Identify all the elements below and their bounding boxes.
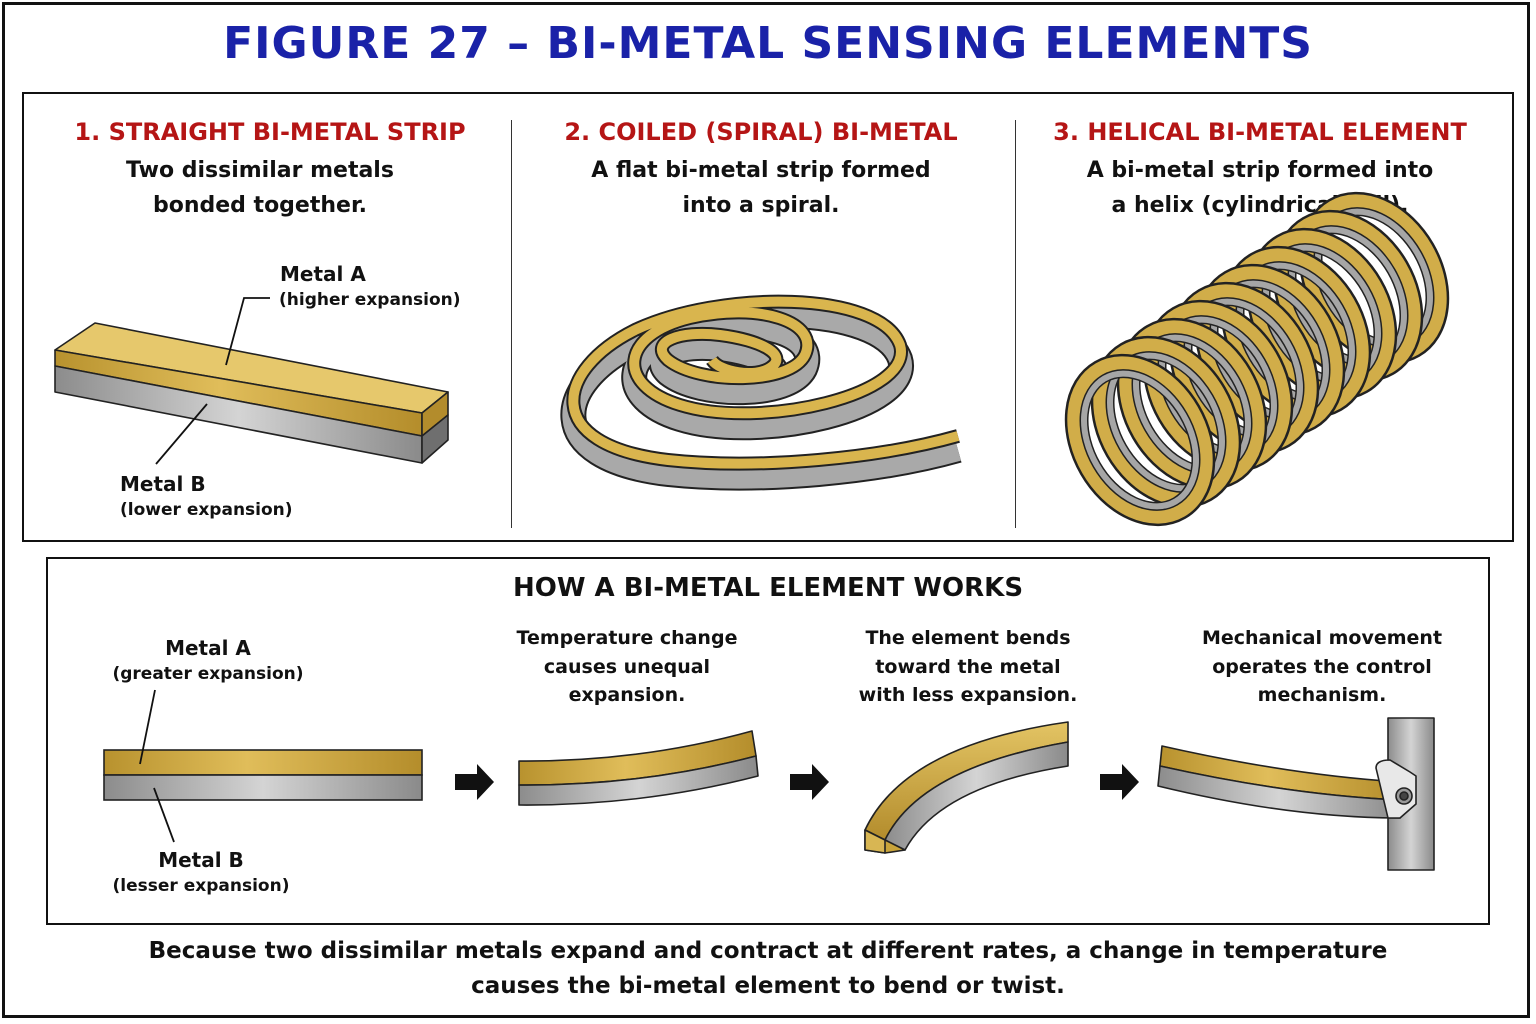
- straight-strip-illustration: [54, 322, 449, 464]
- strongly-bent-strip: [864, 721, 1069, 854]
- step-arrow-3: [1100, 764, 1139, 800]
- how-it-works-title: HOW A BI-METAL ELEMENT WORKS: [512, 573, 1024, 603]
- works-straight-strip: [103, 749, 423, 801]
- panel-divider-1: [511, 120, 512, 528]
- coiled-spiral-title: 2. COILED (SPIRAL) BI-METAL: [564, 118, 958, 146]
- element-types-panel: [22, 92, 1514, 542]
- helical-element-title: 3. HELICAL BI-METAL ELEMENT: [1053, 118, 1467, 146]
- helix-ring: [1064, 353, 1216, 527]
- spiral-illustration: [560, 294, 962, 491]
- works-leader-lines: [139, 689, 175, 843]
- step-arrow-2: [790, 764, 829, 800]
- strip-metal-a-label: Metal A (higher expansion): [279, 262, 461, 310]
- straight-strip-title: 1. STRAIGHT BI-METAL STRIP: [74, 118, 466, 146]
- figure-title: FIGURE 27 – BI-METAL SENSING ELEMENTS: [223, 18, 1313, 69]
- works-metal-a-label: Metal A (greater expansion): [112, 636, 304, 684]
- control-mechanism: [1157, 717, 1435, 871]
- panel-divider-2: [1015, 120, 1016, 528]
- strip-metal-b-label: Metal B (lower expansion): [120, 472, 293, 520]
- strip-leader-lines: [155, 297, 270, 465]
- footer-explanation: Because two dissimilar metals expand and…: [148, 938, 1388, 999]
- works-metal-b-label: Metal B (lesser expansion): [112, 848, 290, 896]
- step-arrow-1: [455, 764, 494, 800]
- slightly-bent-strip: [518, 730, 759, 806]
- helix-illustration: [1064, 191, 1450, 527]
- how-it-works-panel: [46, 557, 1490, 925]
